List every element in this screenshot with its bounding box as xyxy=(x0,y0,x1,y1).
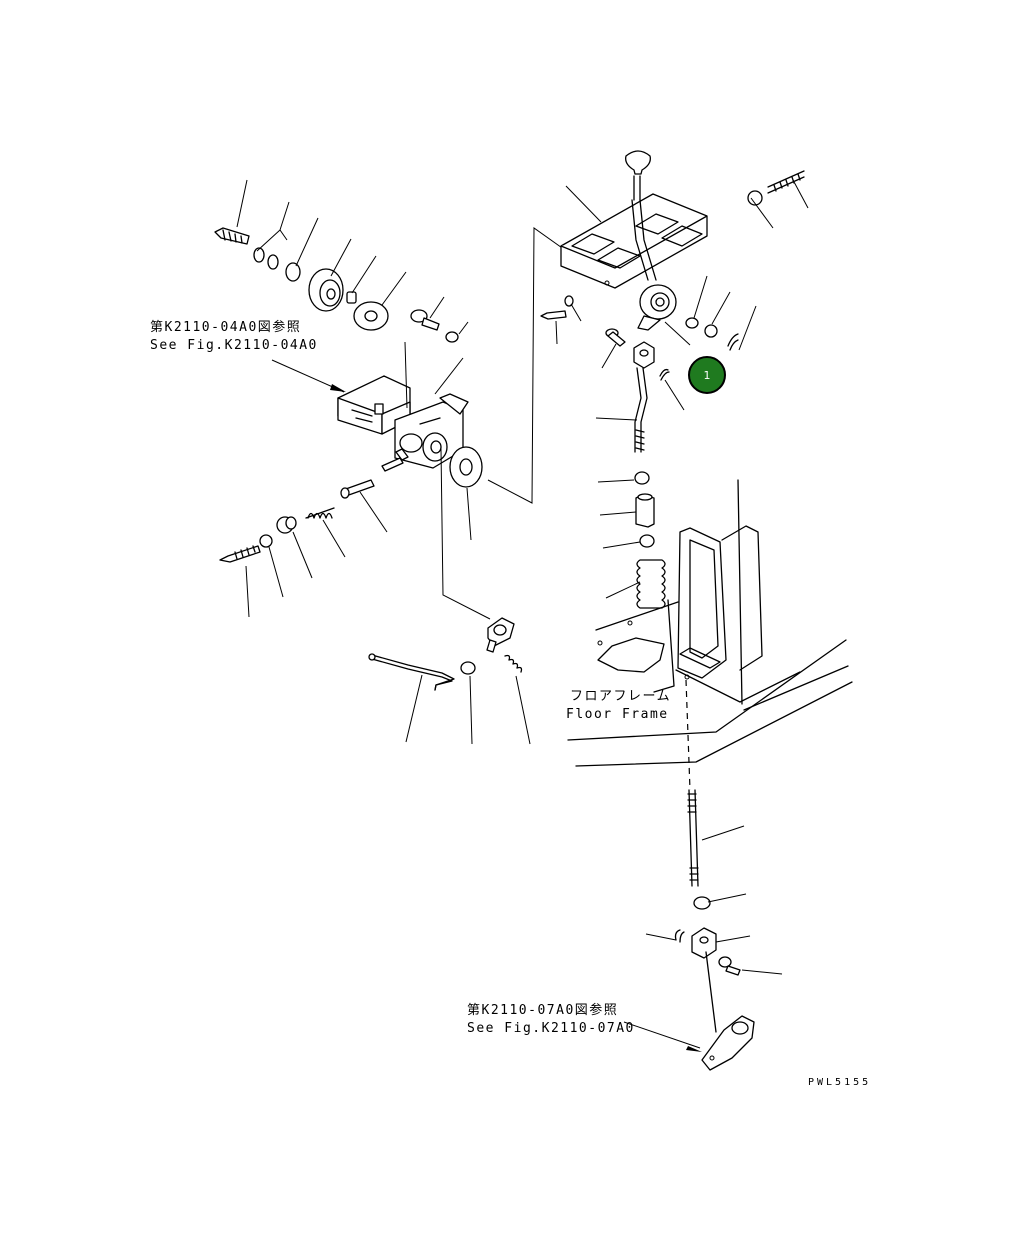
left-large-washer xyxy=(353,301,389,331)
left-washer-2 xyxy=(267,254,279,270)
left-bracket-washer xyxy=(449,446,483,488)
lower-ref-en: See Fig.K2110-07A0 xyxy=(467,1021,635,1036)
left-ball-joint xyxy=(486,617,515,653)
rod-nut-2 xyxy=(639,534,655,548)
left-plug xyxy=(276,516,297,534)
left-nut xyxy=(445,331,459,343)
left-leader-lines xyxy=(236,179,531,745)
left-pin-2 xyxy=(381,457,404,472)
right-nut-flat xyxy=(704,324,718,338)
right-short-bolt xyxy=(605,328,626,347)
left-bolt xyxy=(214,227,250,245)
drawing-code: PWL5155 xyxy=(808,1077,872,1088)
pivot-bracket xyxy=(637,284,677,331)
rod-boot xyxy=(636,559,666,609)
lower-bolt xyxy=(718,956,741,976)
left-lower-nut xyxy=(259,534,273,548)
floor-frame-en: Floor Frame xyxy=(566,707,669,722)
upper-ref-arrow xyxy=(330,384,346,392)
lower-threaded-rod xyxy=(687,789,699,887)
left-long-bolt xyxy=(219,545,261,563)
right-washer-flat xyxy=(685,317,699,329)
lower-lever xyxy=(701,1015,755,1071)
bent-rod xyxy=(634,367,648,453)
callout-1[interactable]: 1 xyxy=(688,356,726,394)
left-spring xyxy=(305,507,335,519)
lower-link xyxy=(705,951,717,1033)
right-clip xyxy=(659,368,670,381)
left-collar xyxy=(285,262,301,282)
left-bracket xyxy=(337,375,469,469)
left-connectors xyxy=(404,227,566,620)
right-stud xyxy=(767,170,805,194)
lower-ref-jp: 第K2110-07A0図参照 xyxy=(467,1003,619,1018)
left-pin xyxy=(346,291,357,304)
right-connectors xyxy=(664,321,691,346)
upper-ref-en: See Fig.K2110-04A0 xyxy=(150,338,318,353)
left-short-bolt xyxy=(410,309,440,331)
lower-clip xyxy=(674,929,685,943)
left-spring-joint xyxy=(504,654,523,673)
rod-nut-1 xyxy=(634,471,650,485)
right-cotter-pin xyxy=(727,333,739,351)
right-leader-lines xyxy=(555,179,809,1049)
right-top-washer xyxy=(747,190,763,206)
floor-frame xyxy=(567,479,853,767)
lower-ref-arrow xyxy=(686,1046,702,1052)
dashed-rod xyxy=(685,679,691,791)
upper-ref-jp: 第K2110-04A0図参照 xyxy=(150,320,302,335)
left-pulley xyxy=(308,268,344,312)
left-bent-rod xyxy=(368,653,455,691)
lever-plate xyxy=(560,193,708,289)
left-washer-1 xyxy=(253,247,265,263)
lever-knob xyxy=(625,150,651,201)
lower-clevis xyxy=(691,927,717,959)
rod-clevis xyxy=(633,341,655,369)
left-nut-small xyxy=(460,661,476,675)
floor-frame-jp: フロアフレーム xyxy=(570,689,672,704)
left-rod-pin xyxy=(340,479,375,499)
callout-1-label: 1 xyxy=(703,368,711,382)
rod-sleeve xyxy=(635,493,655,528)
right-small-bolt xyxy=(540,295,574,320)
lower-nut xyxy=(693,896,711,910)
